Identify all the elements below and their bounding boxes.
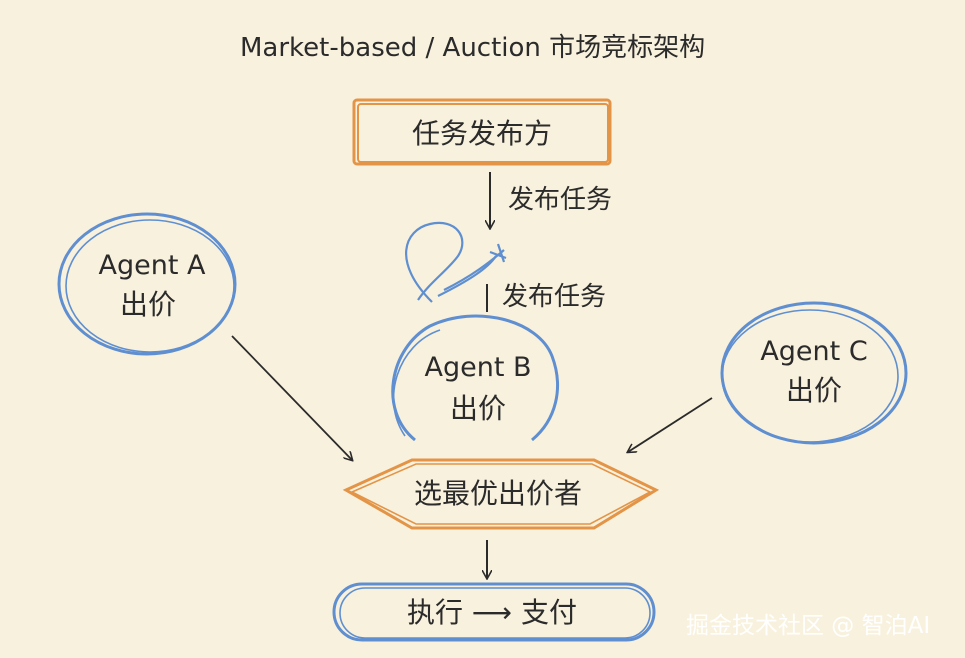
agent-c-node: Agent C 出价 <box>720 301 908 445</box>
agent-b-action: 出价 <box>450 392 506 425</box>
watermark: 掘金技术社区 @ 智泊AI <box>686 613 930 639</box>
execute-node: 执行 ⟶ 支付 <box>332 582 656 642</box>
select-label: 选最优出价者 <box>414 477 582 510</box>
agent-c-arrow <box>628 397 713 452</box>
agent-b-name: Agent B <box>424 352 531 383</box>
agent-c-name: Agent C <box>760 336 867 367</box>
publish-edge-label-1: 发布任务 <box>508 185 612 215</box>
agent-c-action: 出价 <box>786 374 842 407</box>
agent-a-arrow <box>231 335 352 460</box>
agent-a-name: Agent A <box>99 250 207 281</box>
select-node: 选最优出价者 <box>342 458 660 530</box>
diagram-title: Market-based / Auction 市场竞标架构 <box>240 33 705 63</box>
agent-a-node: Agent A 出价 <box>57 212 237 356</box>
publisher-node: 任务发布方 <box>352 98 612 166</box>
agent-b-loop <box>405 221 507 303</box>
publisher-label: 任务发布方 <box>412 117 552 150</box>
agent-a-action: 出价 <box>120 288 176 321</box>
agent-b-node: Agent B 出价 <box>391 314 560 442</box>
execute-label: 执行 ⟶ 支付 <box>407 596 577 629</box>
publish-edge-label-2: 发布任务 <box>502 282 606 312</box>
